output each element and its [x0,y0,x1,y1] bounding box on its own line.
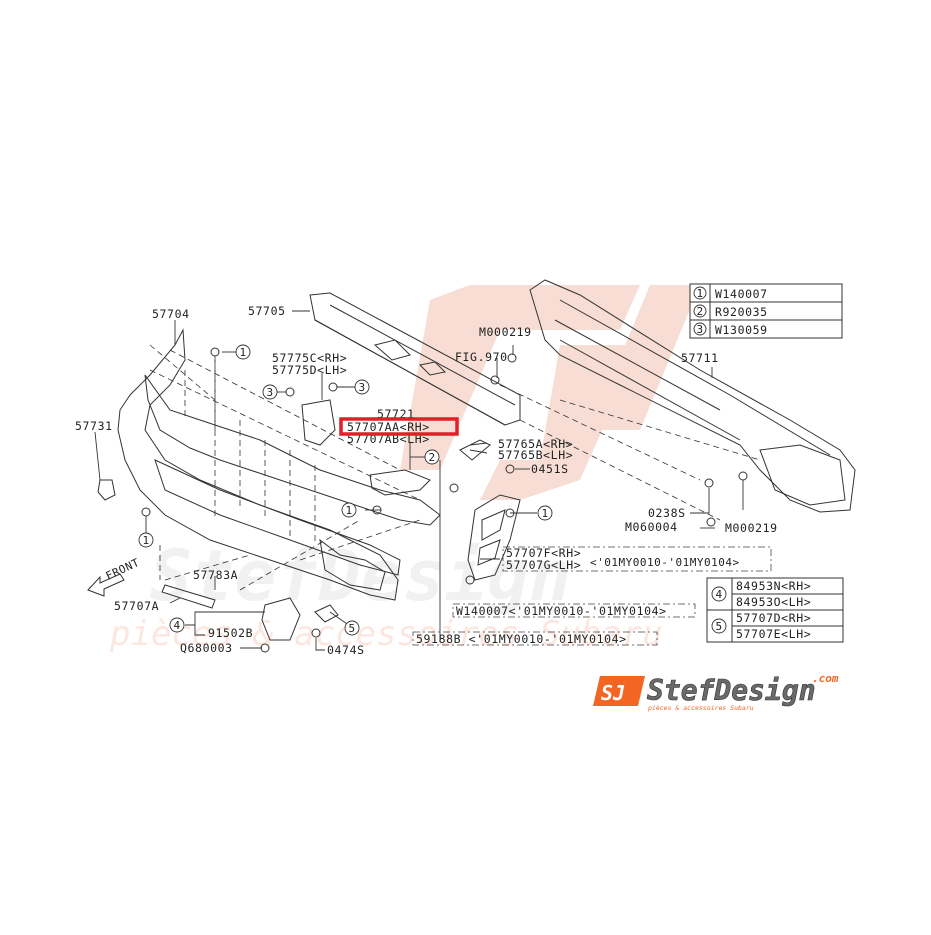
svg-text:2: 2 [697,305,704,318]
label-M000219-top: M000219 [479,325,532,339]
svg-text:57707E<LH>: 57707E<LH> [736,627,811,641]
legend-row-4: 4 84953N<RH> 84953O<LH> [711,579,811,609]
label-57765A: 57765A<RH> [498,437,573,451]
svg-text:3: 3 [359,381,366,394]
label-57705: 57705 [248,304,286,318]
svg-text:1: 1 [542,507,549,520]
svg-text:4: 4 [716,588,723,601]
callout-1: 1 [235,344,251,360]
grille-insert [467,494,521,581]
label-Q680003: Q680003 [180,641,233,655]
svg-text:57707F<RH>: 57707F<RH> [506,546,581,560]
callout-3: 3 [354,379,370,395]
label-M000219-bottom: M000219 [725,521,778,535]
leader-lines [94,310,744,651]
logo-mark [593,676,645,706]
svg-text:<'01MY0010-'01MY0104>: <'01MY0010-'01MY0104> [590,556,740,569]
label-57707A: 57707A [114,599,159,613]
range-box-59188B [412,631,658,646]
frame-57711 [499,279,856,521]
label-57704: 57704 [152,307,190,321]
callout-1: 1 [138,532,154,548]
brand-logo: SJ StefDesign .com pièces & accessoires … [593,672,839,712]
part-labels: 57704 57705 57731 57775C<RH> 57775D<LH> … [75,304,778,657]
label-57765B: 57765B<LH> [498,448,573,462]
label-57775C: 57775C<RH> [272,351,347,365]
brand-tagline: pièces & accessoires Subaru [648,704,754,712]
callout-1: 1 [341,502,357,518]
front-arrow: FRONT [87,556,142,597]
svg-text:W130059: W130059 [715,323,768,337]
range-boxes: 57707F<RH> 57707G<LH> <'01MY0010-'01MY01… [412,546,772,646]
svg-text:4: 4 [174,619,181,632]
legend-table-bottom: 4 84953N<RH> 84953O<LH> 5 57707D<RH> 57707E<… [706,577,844,643]
bumper-cover [117,328,441,601]
label-0238S: 0238S [648,506,686,520]
svg-text:84953O<LH>: 84953O<LH> [736,595,811,609]
svg-text:59188B <'01MY0010-'01MY0104>: 59188B <'01MY0010-'01MY0104> [416,632,627,646]
svg-text:3: 3 [267,386,274,399]
svg-text:1: 1 [143,534,150,547]
label-0474S: 0474S [327,643,365,657]
watermark: StefDesign pièces & accessoires Subaru [109,285,700,654]
svg-text:57707G<LH>: 57707G<LH> [506,558,581,572]
label-M060004: M060004 [625,520,678,534]
legend-row-1: 1 W140007 [693,286,768,301]
legend-row-2: 2 R920035 [693,304,768,319]
brand-domain: .com [812,672,839,685]
svg-text:R920035: R920035 [715,305,768,319]
callout-5: 5 [344,620,360,636]
svg-text:W140007: W140007 [715,287,768,301]
svg-text:5: 5 [349,622,356,635]
callout-circles: 1 3 3 2 1 1 1 4 5 [138,344,553,636]
range-box-57707FG [502,546,772,572]
label-0451S: 0451S [531,462,569,476]
legend-row-5: 5 57707D<RH> 57707E<LH> [711,611,811,641]
label-57783A: 57783A [193,568,238,582]
callout-4: 4 [169,617,185,633]
svg-text:57707D<RH>: 57707D<RH> [736,611,811,625]
legend-table-top: 1 W140007 2 R920035 3 W130059 [689,283,843,339]
svg-text:1: 1 [346,504,353,517]
svg-text:5: 5 [716,620,723,633]
svg-text:1: 1 [697,287,704,300]
label-57711: 57711 [681,351,719,365]
callout-3: 3 [262,384,278,400]
watermark-text: StefDesign [150,535,571,617]
svg-text:1: 1 [240,346,247,359]
legend-row-3: 3 W130059 [693,322,768,337]
watermark-tagline: pièces & accessoires Subaru [109,614,663,654]
brackets [97,399,491,641]
label-57707AA: 57707AA<RH> [347,420,430,434]
range-box-W140007 [452,603,696,618]
label-57731: 57731 [75,419,113,433]
label-57775D: 57775D<LH> [272,363,347,377]
brand-name: StefDesign [647,674,816,707]
svg-text:W140007<'01MY0010-'01MY0104>: W140007<'01MY0010-'01MY0104> [456,604,667,618]
callout-1: 1 [537,505,553,521]
svg-text:2: 2 [429,451,436,464]
logo-mark-text: SJ [601,681,625,705]
highlight-box-57707AA [339,417,459,436]
label-91502B: 91502B [208,626,253,640]
label-FIG970: FIG.970 [455,350,508,364]
svg-text:3: 3 [697,323,704,336]
callout-2: 2 [424,449,440,465]
svg-text:84953N<RH>: 84953N<RH> [736,579,811,593]
